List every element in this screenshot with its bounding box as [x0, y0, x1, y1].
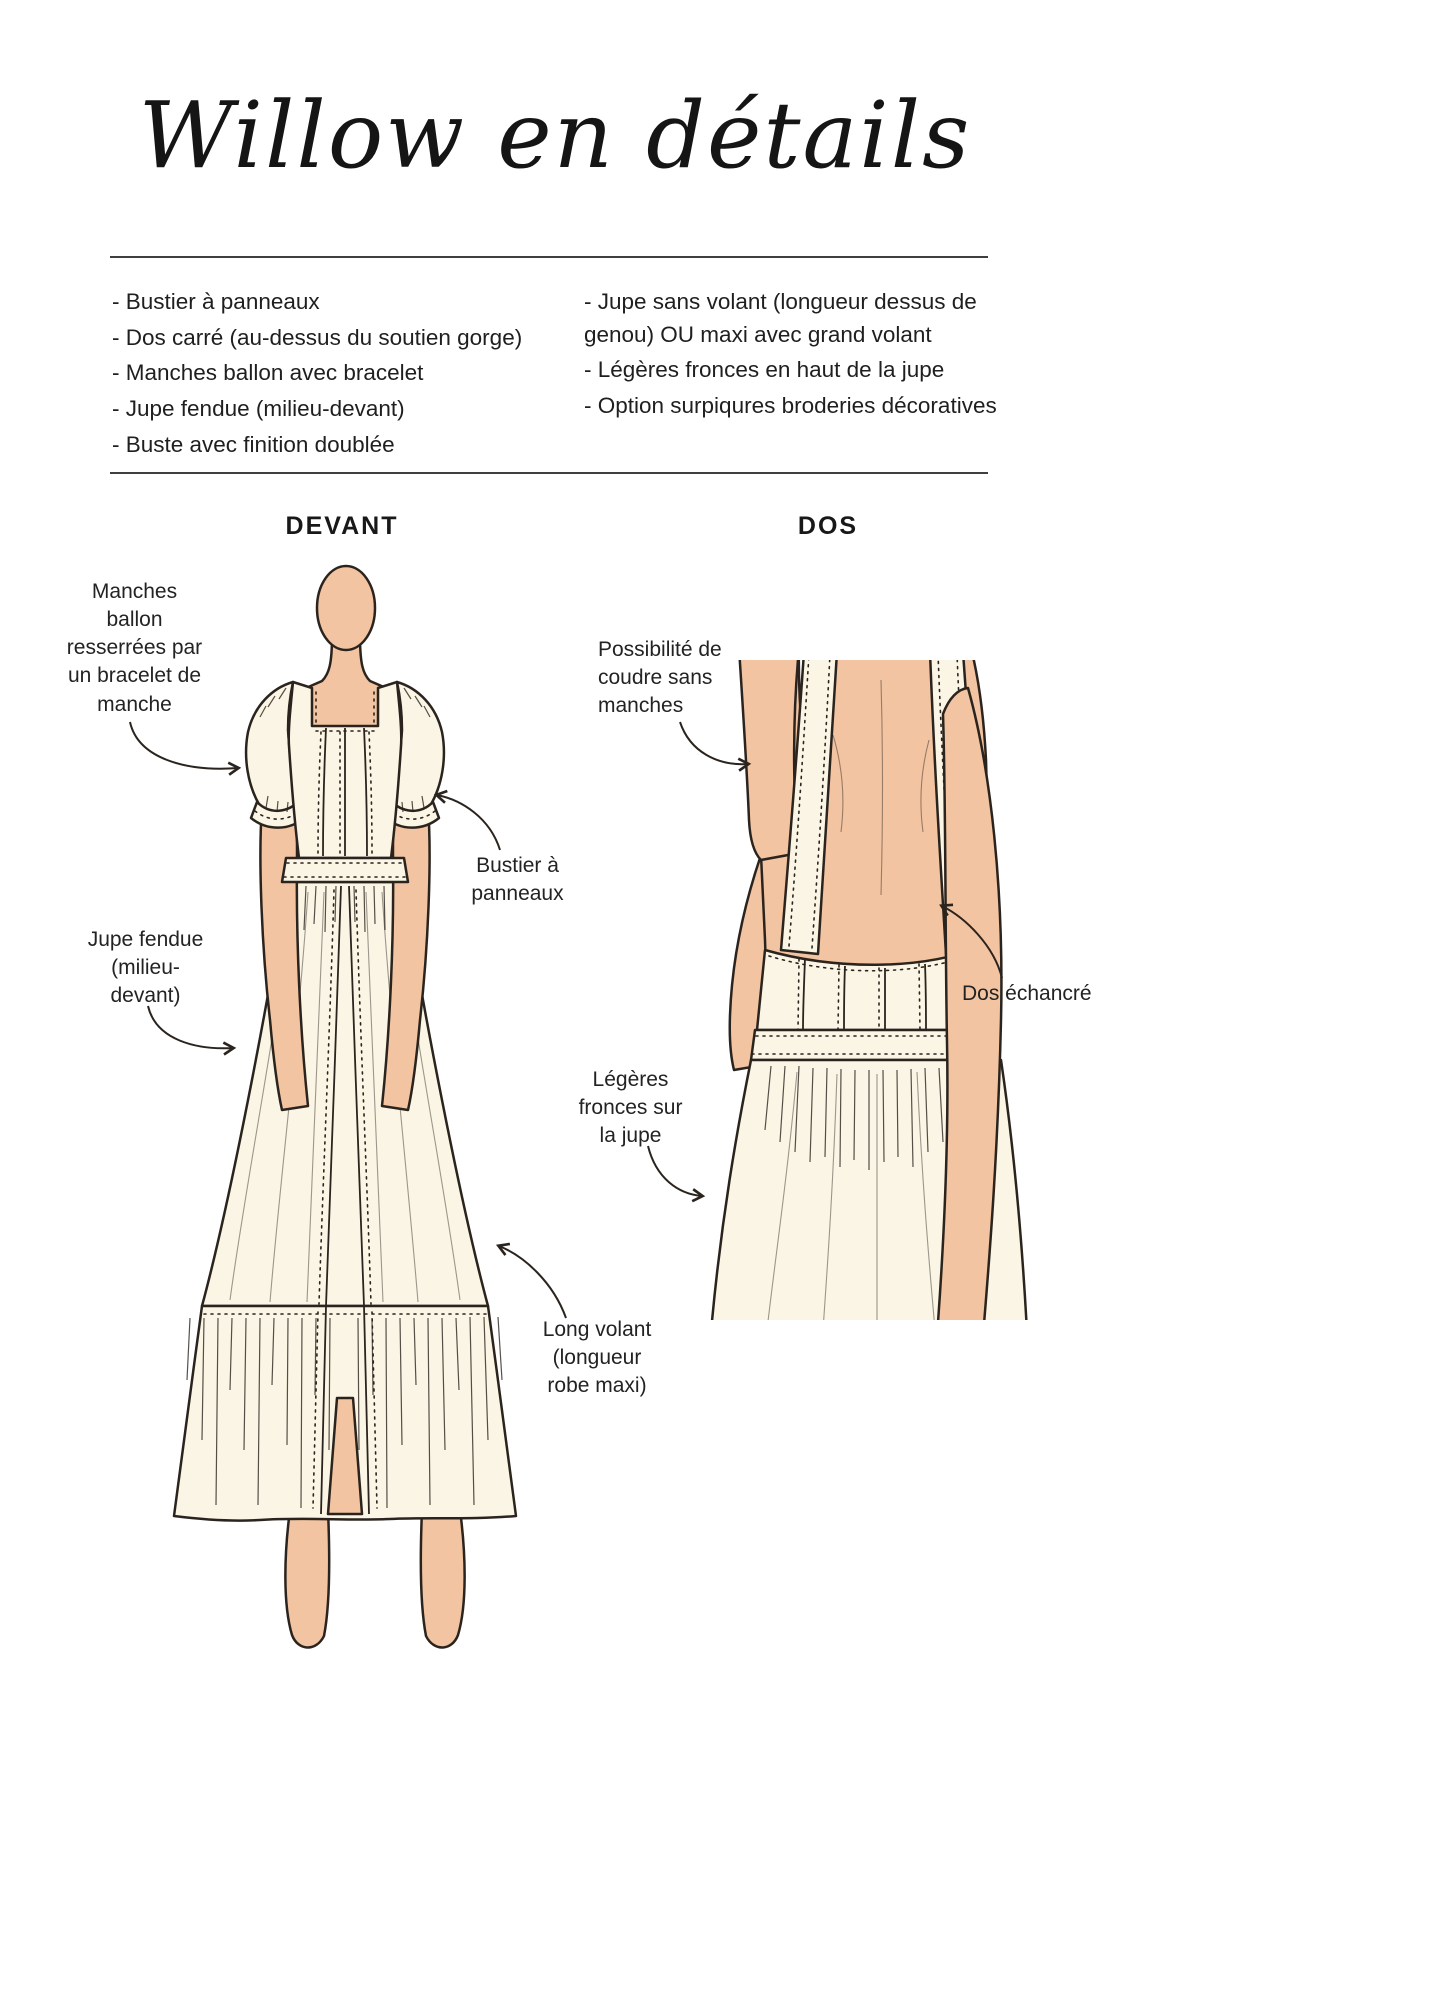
feature-item: - Dos carré (au-dessus du soutien gorge): [112, 324, 523, 350]
feature-item: - Bustier à panneaux: [112, 289, 320, 314]
annotation-sans-manches: Possibilité de coudre sans manches: [598, 638, 722, 718]
annotation-manches-ballon: Manches ballon resserrées par un bracele…: [66, 580, 203, 716]
annotation-fronces: Légères fronces sur la jupe: [578, 1068, 683, 1148]
back-bodice-stitching: [768, 953, 974, 1031]
ruffle-gathers: [186, 1316, 503, 1509]
bodice-stitching: [315, 691, 375, 855]
divider-bottom: [110, 472, 988, 474]
back-panel-seams: [802, 958, 927, 1031]
slit-right-edge: [348, 885, 370, 1515]
waistband-stitching: [283, 862, 407, 878]
sleeve-gathers: [259, 687, 431, 813]
back-view-label: DOS: [797, 512, 859, 540]
back-skirt-folds: [767, 1069, 983, 1320]
front-skirt: [172, 880, 518, 1522]
feature-item: - Option surpiqures broderies décorative…: [584, 392, 997, 418]
skirt-body: [200, 880, 490, 1308]
front-dress-illustration: [172, 564, 518, 1649]
waistband: [280, 856, 410, 884]
foot-right: [419, 1508, 466, 1649]
annotation-jupe-fendue: Jupe fendue (milieu- devant): [87, 928, 204, 1008]
feature-item: - Légères fronces en haut de la jupe: [584, 357, 945, 383]
strap-stitching: [788, 660, 976, 951]
bodice-panel-seams: [322, 727, 368, 857]
annotation-dos-echancre: Dos échancré: [962, 982, 1092, 1005]
feature-item: - Manches ballon avec bracelet: [112, 360, 424, 386]
slit-gap: [326, 1396, 364, 1516]
feature-list-left: - Bustier à panneaux - Dos carré (au-des…: [112, 286, 587, 464]
feature-item: - Jupe sans volant (longueur dessus de g…: [584, 289, 977, 347]
front-bodice-group: [244, 680, 446, 884]
back-contours: [832, 679, 930, 896]
divider-top: [110, 256, 988, 258]
slit-left-edge: [320, 885, 342, 1515]
feature-item: - Jupe fendue (milieu-devant): [112, 395, 405, 421]
feature-item: - Buste avec finition doublée: [112, 431, 395, 457]
annotation-bustier: Bustier à panneaux: [471, 854, 564, 906]
head: [315, 564, 377, 652]
front-figure-skin: [284, 564, 466, 1649]
back-dress-illustration: [710, 660, 1028, 1320]
feature-list-right: - Jupe sans volant (longueur dessus de g…: [584, 286, 1004, 426]
page-title: Willow en détails: [138, 82, 972, 189]
annotation-long-volant: Long volant (longueur robe maxi): [542, 1318, 652, 1398]
strap-left: [779, 660, 838, 956]
front-view-label: DEVANT: [285, 512, 399, 540]
foot-left: [284, 1508, 331, 1649]
slit-stitching: [203, 889, 487, 1509]
